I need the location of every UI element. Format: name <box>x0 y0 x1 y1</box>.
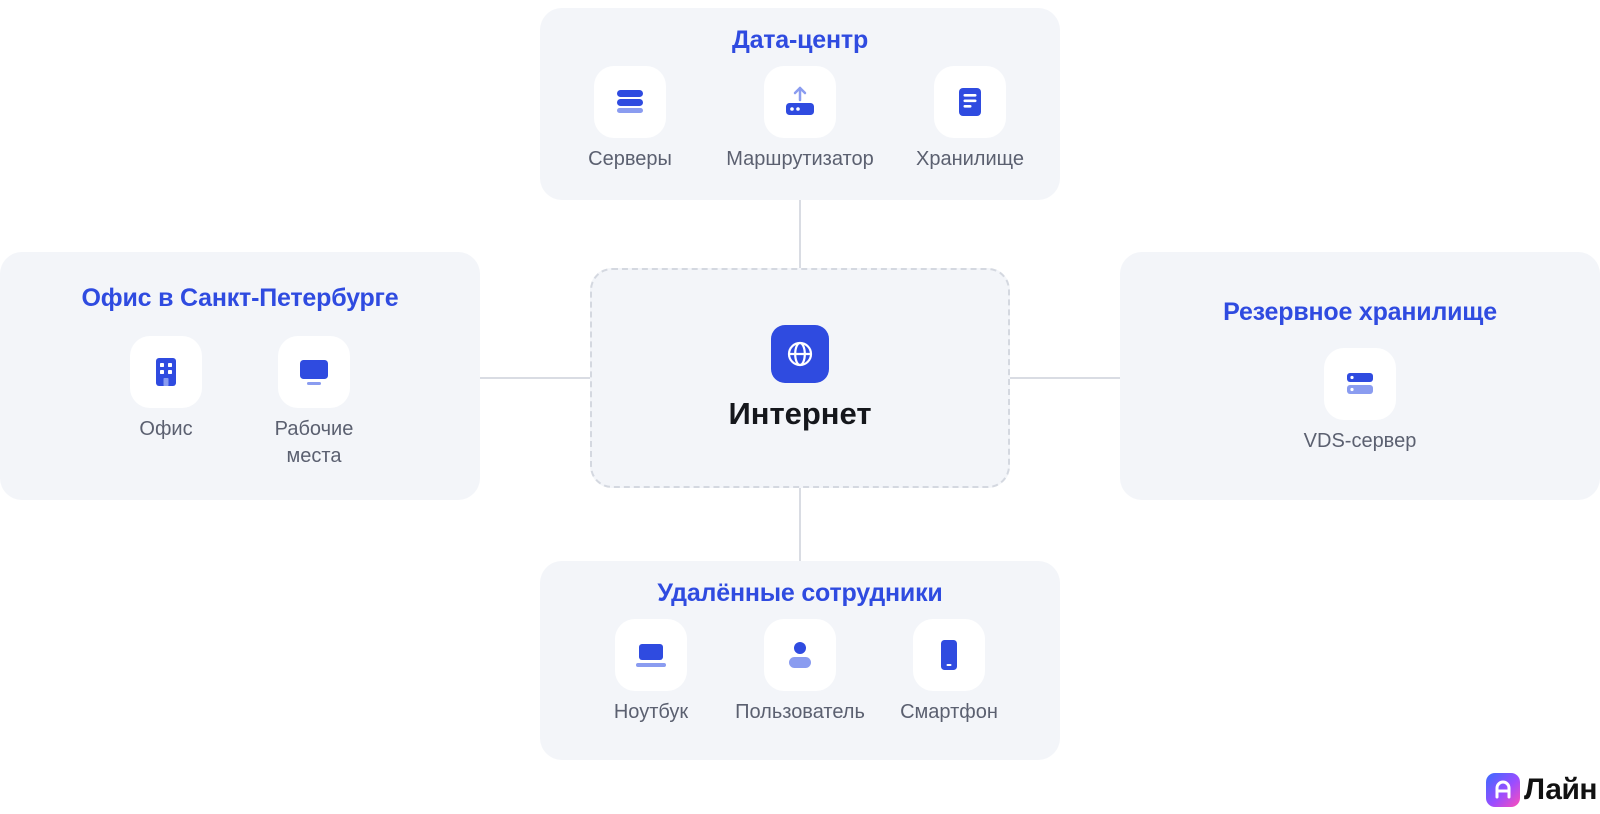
storage-icon <box>934 66 1006 138</box>
laptop-icon <box>615 619 687 691</box>
datacenter-item-router: Маршрутизатор <box>715 66 885 173</box>
connector-left <box>480 377 590 379</box>
connector-bottom <box>799 488 801 561</box>
datacenter-item-label: Серверы <box>588 148 672 170</box>
server-stack-icon <box>594 66 666 138</box>
remote-item-user: Пользователь <box>715 619 885 726</box>
datacenter-panel: Дата-центр Серверы Маршрутизатор <box>540 8 1060 200</box>
office-item-workplaces: Рабочие места <box>229 336 399 470</box>
office-item-label: Офис <box>139 418 193 440</box>
datacenter-item-servers: Серверы <box>545 66 715 173</box>
smartphone-icon <box>913 619 985 691</box>
remote-panel: Удалённые сотрудники Ноутбук Пользовател… <box>540 561 1060 760</box>
monitor-icon <box>278 336 350 408</box>
office-item-label: Рабочие места <box>274 418 354 467</box>
logo-mark-icon <box>1486 773 1520 807</box>
logo-text: Лайн <box>1524 773 1598 806</box>
user-icon <box>764 619 836 691</box>
backup-panel: Резервное хранилище VDS-сервер <box>1120 252 1600 500</box>
datacenter-item-label: Хранилище <box>916 148 1024 170</box>
datacenter-item-storage: Хранилище <box>885 66 1055 173</box>
remote-title: Удалённые сотрудники <box>657 579 943 607</box>
backup-item-label: VDS-сервер <box>1303 430 1417 452</box>
internet-node: Интернет <box>590 268 1010 488</box>
globe-icon <box>771 325 829 383</box>
remote-item-label: Смартфон <box>900 701 998 723</box>
connector-top <box>799 200 801 268</box>
remote-item-label: Пользователь <box>735 701 865 723</box>
remote-item-smartphone: Смартфон <box>864 619 1034 726</box>
office-panel: Офис в Санкт-Петербурге Офис Рабочие мес… <box>0 252 480 500</box>
datacenter-title: Дата-центр <box>731 26 869 54</box>
remote-item-label: Ноутбук <box>613 701 689 723</box>
backup-title: Резервное хранилище <box>1223 298 1497 326</box>
remote-item-laptop: Ноутбук <box>566 619 736 726</box>
office-item-building: Офис <box>81 336 251 443</box>
backup-item-vds: VDS-сервер <box>1275 348 1445 455</box>
building-icon <box>130 336 202 408</box>
internet-label: Интернет <box>728 396 872 431</box>
router-icon <box>764 66 836 138</box>
brand-logo: Лайн <box>1486 772 1598 808</box>
office-title: Офис в Санкт-Петербурге <box>81 284 399 312</box>
connector-right <box>1010 377 1120 379</box>
server-icon <box>1324 348 1396 420</box>
datacenter-item-label: Маршрутизатор <box>726 148 874 170</box>
